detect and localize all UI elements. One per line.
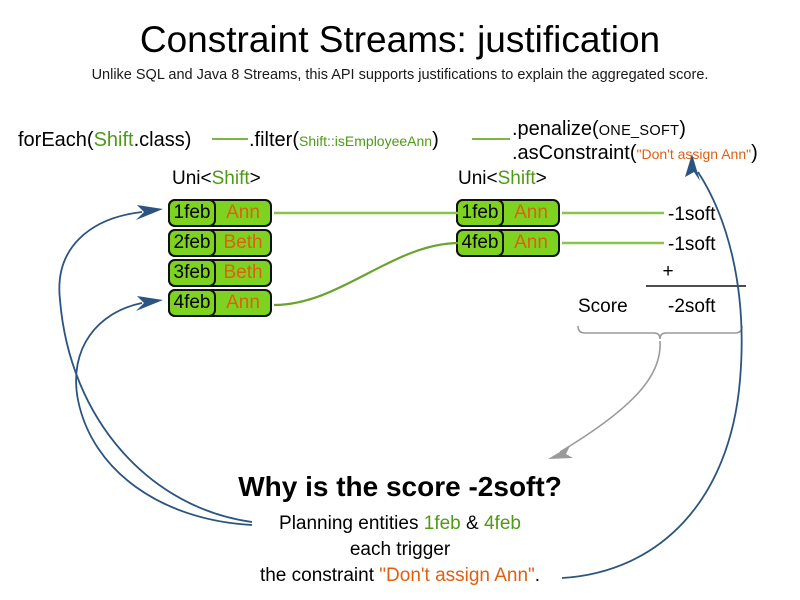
score-label: Score bbox=[578, 296, 628, 317]
pipeline-connector-2 bbox=[472, 138, 510, 140]
filter-argument: Shift::isEmployeeAnn bbox=[299, 133, 433, 149]
table-row[interactable]: 1feb Ann bbox=[168, 199, 272, 227]
filter-prefix: .filter( bbox=[249, 129, 299, 151]
uni-suffix-left: > bbox=[249, 168, 261, 189]
uni-prefix-right: Uni< bbox=[458, 168, 498, 189]
foreach-prefix: forEach( bbox=[18, 129, 94, 151]
entity-a: 1feb bbox=[423, 513, 461, 534]
fact-date: 2feb bbox=[168, 229, 216, 257]
entity-b: 4feb bbox=[483, 513, 521, 534]
constraint-suffix: . bbox=[534, 565, 541, 586]
fact-date: 3feb bbox=[168, 259, 216, 287]
fact-employee: Ann bbox=[226, 202, 260, 223]
explanation-prefix: Planning entities bbox=[279, 513, 424, 534]
sum-rule-line bbox=[646, 285, 746, 287]
uni-type-right: Shift bbox=[497, 168, 536, 189]
fact-employee: Beth bbox=[223, 262, 263, 283]
constraint-prefix: the constraint bbox=[259, 565, 380, 586]
penalty-value-2: -1soft bbox=[668, 234, 716, 255]
page-title: Constraint Streams: justification bbox=[139, 19, 661, 60]
fact-date: 1feb bbox=[456, 199, 504, 227]
entity-arrow-1feb-head bbox=[136, 205, 163, 220]
penalize-expression: .penalize(ONE_SOFT) bbox=[512, 117, 686, 143]
stream-link-4feb bbox=[273, 241, 459, 307]
foreach-type: Shift bbox=[93, 129, 134, 151]
table-row[interactable]: 2feb Beth bbox=[168, 229, 272, 257]
table-row[interactable]: 4feb Ann bbox=[456, 229, 560, 257]
score-explanation-arrow-head bbox=[548, 446, 573, 459]
explanation-heading: Why is the score -2soft? bbox=[238, 471, 562, 502]
score-explanation-arrow bbox=[559, 340, 661, 453]
fact-employee: Ann bbox=[514, 232, 548, 253]
fact-stack-left: 1feb Ann 2feb Beth 3feb Beth 4feb Ann bbox=[168, 199, 272, 317]
explanation-line-2: each trigger bbox=[349, 539, 451, 560]
explanation-line-1: Planning entities 1feb & 4feb bbox=[0, 512, 800, 536]
entity-conjunction: & bbox=[460, 513, 484, 534]
penalize-suffix: ) bbox=[679, 118, 686, 140]
explanation-line-3: the constraint "Don't assign Ann". bbox=[0, 564, 800, 588]
stream-label-left: Uni<Shift> bbox=[172, 168, 261, 190]
filter-suffix: ) bbox=[432, 129, 439, 151]
filter-expression: .filter(Shift::isEmployeeAnn) bbox=[249, 128, 439, 153]
uni-prefix-left: Uni< bbox=[172, 168, 212, 189]
constraint-name: "Don't assign Ann" bbox=[379, 565, 535, 586]
table-row[interactable]: 1feb Ann bbox=[456, 199, 560, 227]
table-row[interactable]: 3feb Beth bbox=[168, 259, 272, 287]
fact-date: 4feb bbox=[456, 229, 504, 257]
asconstraint-suffix: ) bbox=[751, 142, 758, 164]
pipeline-connector-1 bbox=[212, 138, 248, 140]
sum-operator: + bbox=[662, 261, 674, 282]
fact-employee: Ann bbox=[226, 292, 260, 313]
penalize-prefix: .penalize( bbox=[512, 118, 599, 140]
uni-type-left: Shift bbox=[211, 168, 250, 189]
fact-date: 1feb bbox=[168, 199, 216, 227]
fact-employee: Beth bbox=[223, 232, 263, 253]
entity-arrow-4feb-head bbox=[136, 296, 163, 311]
fact-employee: Ann bbox=[514, 202, 548, 223]
score-brace bbox=[577, 325, 743, 340]
foreach-expression: forEach(Shift.class) bbox=[18, 128, 191, 152]
total-score-value: -2soft bbox=[668, 296, 716, 317]
asconstraint-argument: "Don't assign Ann" bbox=[636, 146, 752, 162]
foreach-suffix: .class) bbox=[133, 129, 192, 151]
stream-label-right: Uni<Shift> bbox=[458, 168, 547, 190]
asconstraint-prefix: .asConstraint( bbox=[512, 142, 637, 164]
fact-stack-right: 1feb Ann 4feb Ann bbox=[456, 199, 560, 257]
uni-suffix-right: > bbox=[535, 168, 547, 189]
fact-date: 4feb bbox=[168, 289, 216, 317]
penalty-value-1: -1soft bbox=[668, 204, 716, 225]
page-subtitle: Unlike SQL and Java 8 Streams, this API … bbox=[91, 67, 709, 83]
table-row[interactable]: 4feb Ann bbox=[168, 289, 272, 317]
asconstraint-expression: .asConstraint("Don't assign Ann") bbox=[512, 141, 758, 166]
penalize-argument: ONE_SOFT bbox=[598, 123, 680, 139]
